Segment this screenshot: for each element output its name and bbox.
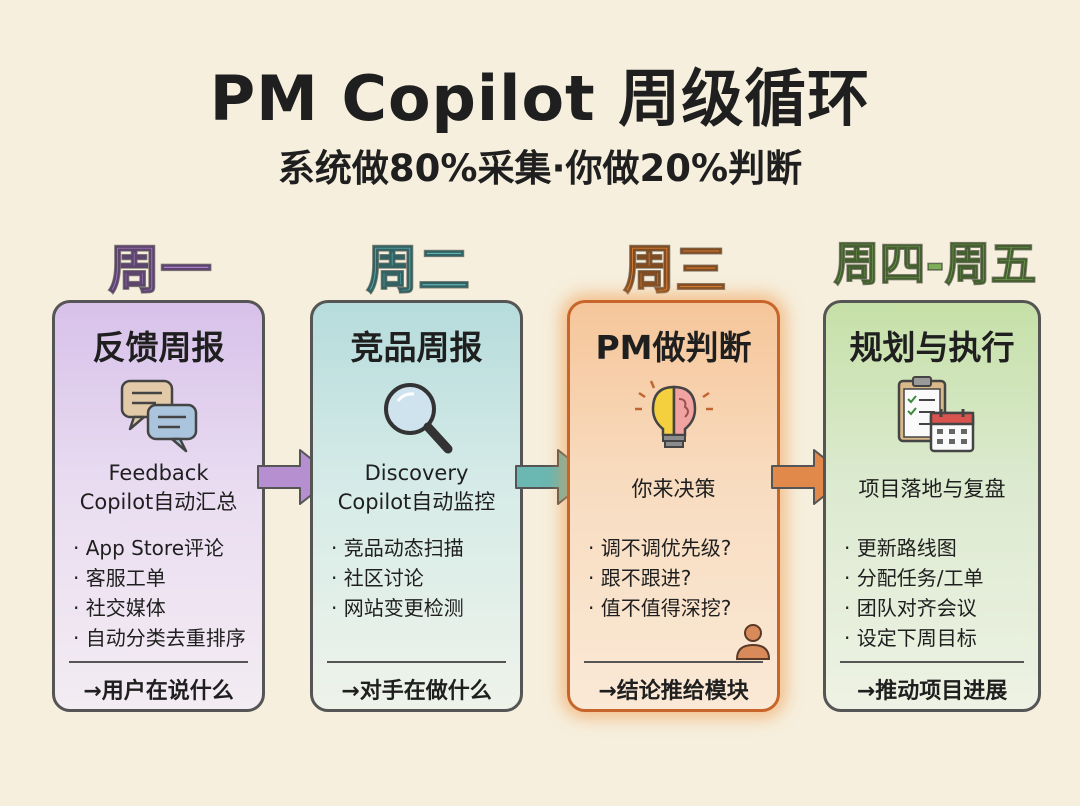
bullet-item: 团队对齐会议 [844,593,1032,623]
bullet-item: 设定下周目标 [844,623,1032,653]
tool-name: Feedback Copilot自动汇总 [59,459,258,517]
day-label-monday: 周一 [107,240,213,302]
bullet-item: 网站变更检测 [331,593,514,623]
chat-bubbles-icon [114,375,204,455]
tool-name-line: Copilot自动汇总 [79,490,238,514]
bullet-item: 值不值得深挖? [588,593,771,623]
bullet-list: 竞品动态扫描 社区讨论 网站变更检测 [331,533,514,623]
tool-name-line: Copilot自动监控 [337,490,496,514]
bullet-item: App Store评论 [73,533,256,563]
bullet-item: 客服工单 [73,563,256,593]
bullet-item: 更新路线图 [844,533,1032,563]
card-divider [584,661,763,663]
stage-card-feedback: 反馈周报 Feedback Copilot自动汇总 App Store评论 客服… [52,300,265,712]
lightbulb-brain-icon [629,375,719,455]
bullet-item: 跟不跟进? [588,563,771,593]
tool-name-line: 项目落地与复盘 [858,477,1006,501]
stage-footer: →结论推给模块 [598,679,749,704]
bullet-list: 调不调优先级? 跟不跟进? 值不值得深挖? [588,533,771,623]
tool-name-line: 你来决策 [631,477,716,501]
stage-title: 反馈周报 [92,328,225,367]
bullet-item: 自动分类去重排序 [73,623,256,653]
tool-name-line: Discovery [364,461,469,485]
stage-card-execution: 规划与执行 项目落地与复盘 更新路线图 分配任务/工单 团队对齐会议 设定下周 [823,300,1041,712]
bullet-item: 调不调优先级? [588,533,771,563]
bullet-item: 社交媒体 [73,593,256,623]
bullet-list: App Store评论 客服工单 社交媒体 自动分类去重排序 [73,533,256,653]
day-label-wednesday: 周三 [622,240,728,302]
bullet-item: 竞品动态扫描 [331,533,514,563]
day-label-thursday-friday: 周四-周五 [833,236,1038,292]
card-divider [69,661,248,663]
stage-card-decision: PM做判断 你来决策 调不调优先级? 跟不跟进? 值不值得深挖? →结论推给模块 [567,300,780,712]
tool-name: 你来决策 [574,475,773,504]
tool-name: Discovery Copilot自动监控 [317,459,516,517]
bullet-item: 社区讨论 [331,563,514,593]
day-label-tuesday: 周二 [365,240,471,302]
stage-title: 规划与执行 [849,328,1015,367]
clipboard-calendar-icon [887,375,977,455]
bullet-item: 分配任务/工单 [844,563,1032,593]
magnifier-icon [372,375,462,455]
card-divider [840,661,1024,663]
stage-title: 竞品周报 [350,328,483,367]
stage-title: PM做判断 [595,328,752,367]
tool-name: 项目落地与复盘 [830,475,1034,504]
stage-card-competitor: 竞品周报 Discovery Copilot自动监控 竞品动态扫描 社区讨论 网… [310,300,523,712]
diagram-subtitle: 系统做80%采集·你做20%判断 [277,147,803,190]
card-divider [327,661,506,663]
person-icon [735,624,771,660]
stage-footer: →用户在说什么 [83,679,234,704]
stage-footer: →对手在做什么 [341,679,492,704]
tool-name-line: Feedback [108,461,209,485]
diagram-title: PM Copilot 周级循环 [209,62,871,135]
bullet-list: 更新路线图 分配任务/工单 团队对齐会议 设定下周目标 [844,533,1032,653]
stage-footer: →推动项目进展 [856,679,1008,704]
